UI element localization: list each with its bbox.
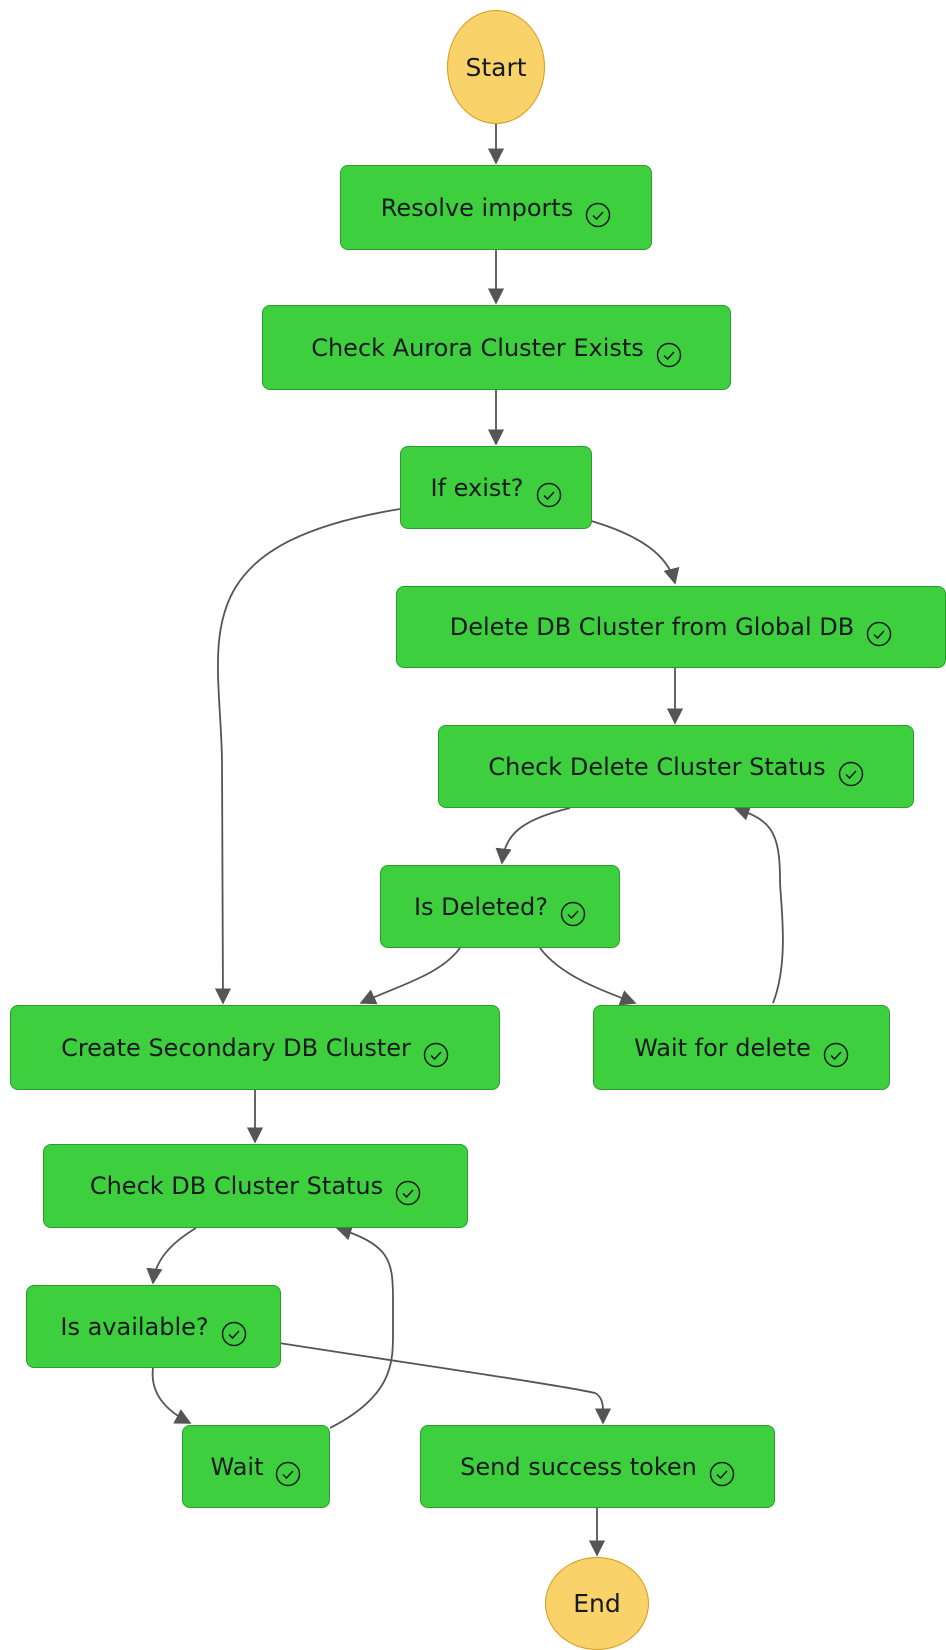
start-node: Start	[447, 10, 545, 124]
state-label: Wait for delete	[634, 1033, 811, 1062]
state-send-success-token[interactable]: Send success token	[420, 1425, 775, 1508]
check-circle-icon	[586, 202, 611, 227]
state-create-secondary-db-cluster[interactable]: Create Secondary DB Cluster	[10, 1005, 500, 1090]
state-label: Resolve imports	[380, 193, 574, 222]
edge-check-cluster-status-to-is-available	[146, 1227, 197, 1285]
state-wait[interactable]: Wait	[182, 1425, 330, 1508]
state-label: Wait	[210, 1452, 264, 1481]
check-circle-icon	[221, 1321, 246, 1346]
edge-is-deleted-to-create-secondary	[359, 947, 461, 1005]
check-circle-icon	[423, 1042, 449, 1067]
state-label: Create Secondary DB Cluster	[61, 1033, 411, 1062]
end-node: End	[545, 1557, 649, 1650]
state-check-delete-cluster-status[interactable]: Check Delete Cluster Status	[438, 725, 914, 808]
end-label: End	[573, 1589, 621, 1618]
check-circle-icon	[709, 1461, 735, 1486]
state-wait-for-delete[interactable]: Wait for delete	[593, 1005, 890, 1090]
edge-if-exist-to-create-secondary	[214, 508, 401, 1005]
check-circle-icon	[536, 482, 561, 507]
check-circle-icon	[560, 901, 586, 926]
check-circle-icon	[276, 1461, 301, 1486]
check-circle-icon	[656, 342, 682, 367]
state-delete-db-cluster-from-global-db[interactable]: Delete DB Cluster from Global DB	[396, 586, 946, 668]
check-circle-icon	[395, 1180, 421, 1206]
state-label: Check Aurora Cluster Exists	[311, 333, 644, 362]
edge-is-deleted-to-wait-for-delete	[539, 947, 637, 1006]
state-check-aurora-cluster-exists[interactable]: Check Aurora Cluster Exists	[262, 305, 731, 390]
state-if-exist[interactable]: If exist?	[400, 446, 592, 529]
state-label: Send success token	[460, 1452, 697, 1481]
edge-if-exist-to-delete-from-global	[587, 519, 680, 585]
check-circle-icon	[838, 761, 863, 786]
edge-check-delete-status-to-is-deleted	[495, 807, 571, 865]
edge-wait-for-delete-to-check-delete-status	[733, 805, 784, 1004]
edge-wait-to-check-cluster-status	[329, 1224, 394, 1429]
state-is-deleted[interactable]: Is Deleted?	[380, 865, 620, 948]
state-label: Delete DB Cluster from Global DB	[449, 613, 855, 641]
state-is-available[interactable]: Is available?	[26, 1285, 281, 1368]
state-label: Is Deleted?	[413, 892, 549, 921]
state-label: Is available?	[60, 1312, 209, 1341]
check-circle-icon	[823, 1042, 849, 1067]
state-check-db-cluster-status[interactable]: Check DB Cluster Status	[43, 1144, 468, 1228]
edge-is-available-to-send-success-token	[278, 1342, 612, 1425]
state-label: Check DB Cluster Status	[89, 1172, 384, 1200]
state-label: Check Delete Cluster Status	[488, 752, 826, 781]
state-resolve-imports[interactable]: Resolve imports	[340, 165, 652, 250]
state-label: If exist?	[430, 473, 524, 502]
check-circle-icon	[866, 621, 892, 647]
start-label: Start	[465, 52, 527, 82]
edge-is-available-to-wait	[151, 1367, 192, 1424]
